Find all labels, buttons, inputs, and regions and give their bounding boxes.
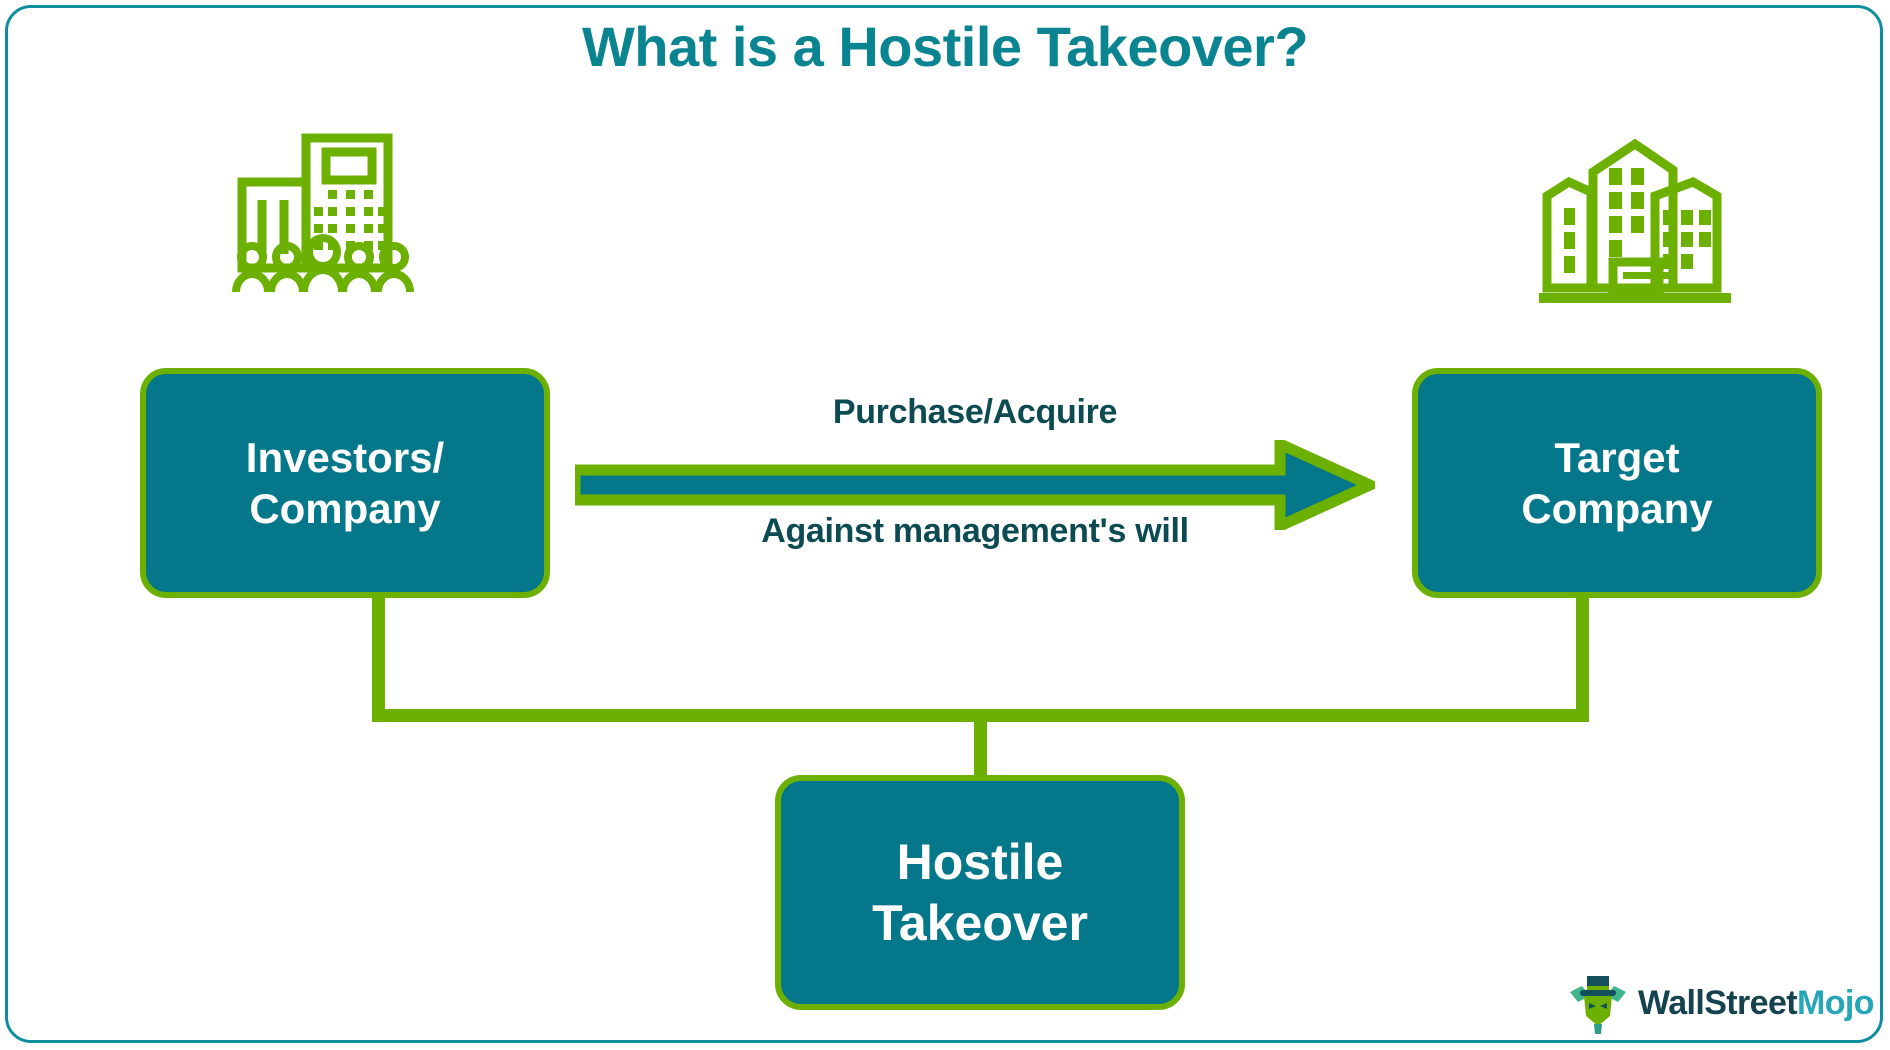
page-title: What is a Hostile Takeover? <box>581 15 1309 78</box>
logo-text-wallstreet: WallStreet <box>1638 983 1798 1022</box>
mojo-mascot-tophat-icon <box>1570 976 1626 1034</box>
arrow-label-against-management: Against management's will <box>761 512 1189 550</box>
wallstreetmojo-logo[interactable]: WallStreetMojo <box>1568 968 1875 1038</box>
node-target-line2: Company <box>1521 485 1713 532</box>
connector-center-vertical <box>974 709 987 781</box>
node-hostile-line1: Hostile <box>896 833 1064 890</box>
node-target-company[interactable]: Target Company <box>1412 368 1822 598</box>
node-hostile-line2: Takeover <box>872 894 1088 951</box>
node-target-line1: Target <box>1554 433 1680 481</box>
logo-text-mojo: Mojo <box>1797 983 1875 1022</box>
connector-target-vertical <box>1576 598 1589 722</box>
node-hostile-takeover[interactable]: Hostile Takeover <box>775 775 1185 1010</box>
logo-wordmark: WallStreetMojo <box>1638 983 1875 1023</box>
city-buildings-icon <box>1535 130 1735 305</box>
flow-arrow <box>569 435 1384 535</box>
connector-investors-vertical <box>372 598 385 722</box>
office-building-with-people-icon <box>228 128 418 298</box>
node-investors-line1: Investors/ <box>245 433 445 481</box>
arrow-label-purchase-acquire: Purchase/Acquire <box>832 393 1118 431</box>
node-investors-company[interactable]: Investors/ Company <box>140 368 550 598</box>
node-investors-line2: Company <box>249 485 441 532</box>
